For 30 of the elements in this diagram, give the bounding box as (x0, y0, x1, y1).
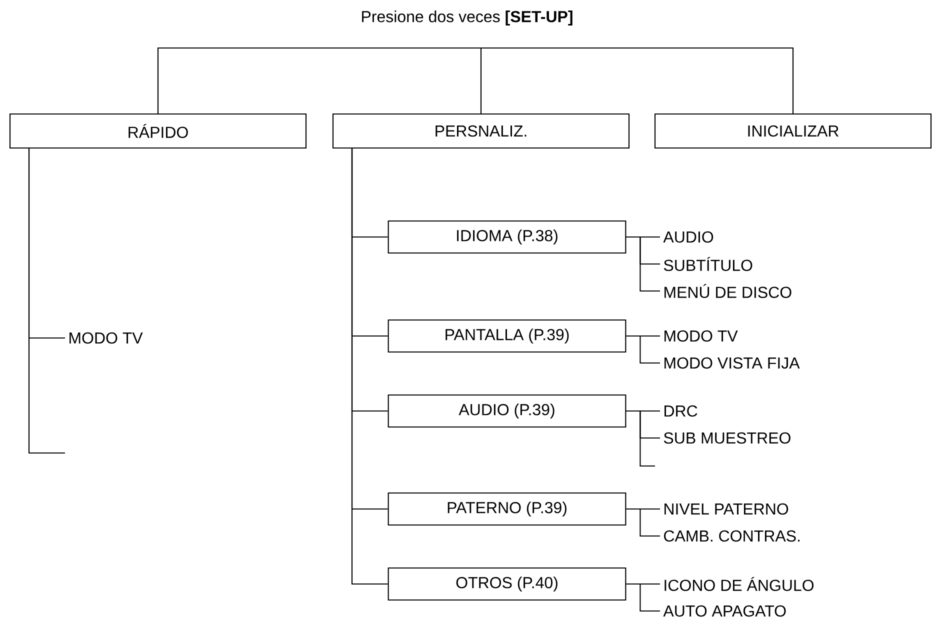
menu-box: PERSNALIZ. (332, 113, 630, 149)
submenu-box: AUDIO (P.39) (388, 394, 626, 428)
menu-item: NIVEL PATERNO (664, 503, 788, 515)
submenu-box: PATERNO (P.39) (388, 492, 626, 526)
menu-item: AUDIO (663, 231, 714, 243)
connector-line (626, 508, 660, 537)
menu-item: AUTO APAGATO (663, 605, 786, 617)
connector-line (626, 583, 660, 612)
connector-line (626, 410, 655, 467)
connector-line (626, 335, 660, 364)
menu-item: ICONO DE ÁNGULO (664, 577, 814, 592)
menu-item: DRC (664, 405, 698, 417)
connector-line (157, 47, 467, 114)
submenu-box: PANTALLA (P.39) (388, 319, 626, 353)
submenu-box: OTROS (P.40) (388, 567, 626, 601)
menu-item: MENÚ DE DISCO (664, 284, 792, 298)
connector-line (28, 148, 65, 454)
submenu-box: IDIOMA (P.38) (388, 220, 626, 254)
title: Presione dos veces [SET-UP] (362, 10, 572, 26)
menu-item: MODO TV (664, 330, 738, 342)
menu-item: CAMB. CONTRAS. (664, 530, 800, 542)
menu-item: MODO TV (70, 332, 143, 344)
connector-line (626, 236, 660, 292)
connector-line (351, 148, 388, 585)
menu-box: RÁPIDO (9, 113, 307, 149)
connector-line (467, 47, 794, 114)
menu-item: MODO VISTA FIJA (664, 357, 800, 369)
menu-item: SUB MUESTREO (664, 432, 790, 444)
menu-box: INICIALIZAR (654, 113, 932, 149)
menu-item: SUBTÍTULO (664, 257, 752, 271)
